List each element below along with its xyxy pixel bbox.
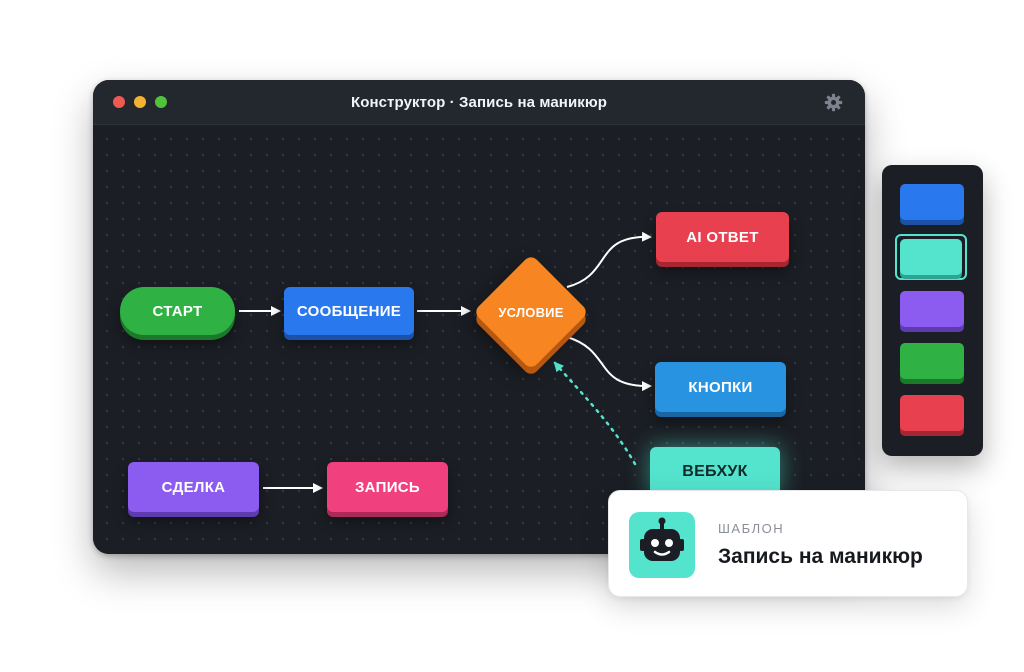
- close-window-button[interactable]: [113, 96, 125, 108]
- node-palette: [882, 165, 983, 456]
- template-card[interactable]: ШАБЛОН Запись на маникюр: [608, 490, 968, 597]
- editor-window: Конструктор · Запись на маникюр: [93, 80, 865, 554]
- node-record[interactable]: ЗАПИСЬ: [327, 462, 448, 512]
- node-start[interactable]: СТАРТ: [120, 287, 235, 335]
- window-title: Конструктор · Запись на маникюр: [350, 94, 608, 111]
- minimize-window-button[interactable]: [134, 96, 146, 108]
- template-kicker: ШАБЛОН: [718, 521, 785, 536]
- node-webhook[interactable]: ВЕБХУК: [650, 447, 780, 497]
- node-condition[interactable]: УСЛОВИЕ: [473, 254, 589, 370]
- edge-condition-ai: [566, 231, 652, 288]
- palette-swatch-green[interactable]: [900, 343, 964, 379]
- edge-condition-buttons: [566, 336, 652, 392]
- palette-swatch-blue[interactable]: [900, 184, 964, 220]
- node-condition-label: УСЛОВИЕ: [498, 305, 564, 320]
- flow-canvas[interactable]: СТАРТ СООБЩЕНИЕ УСЛОВИЕ AI ОТВЕТ КНОПКИ …: [93, 125, 865, 554]
- palette-swatch-purple[interactable]: [900, 291, 964, 327]
- node-deal[interactable]: СДЕЛКА: [128, 462, 259, 512]
- palette-swatch-teal-selected[interactable]: [895, 234, 967, 280]
- title-bar: Конструктор · Запись на маникюр: [93, 80, 865, 125]
- template-title: Запись на маникюр: [718, 545, 923, 568]
- edge-webhook-condition: [553, 361, 637, 466]
- robot-icon: [629, 512, 695, 578]
- gear-icon[interactable]: [824, 93, 843, 112]
- maximize-window-button[interactable]: [155, 96, 167, 108]
- palette-swatch-red[interactable]: [900, 395, 964, 431]
- node-buttons[interactable]: КНОПКИ: [655, 362, 786, 412]
- palette-swatch-teal[interactable]: [900, 239, 962, 275]
- node-ai-reply[interactable]: AI ОТВЕТ: [656, 212, 789, 262]
- node-message[interactable]: СООБЩЕНИЕ: [284, 287, 414, 335]
